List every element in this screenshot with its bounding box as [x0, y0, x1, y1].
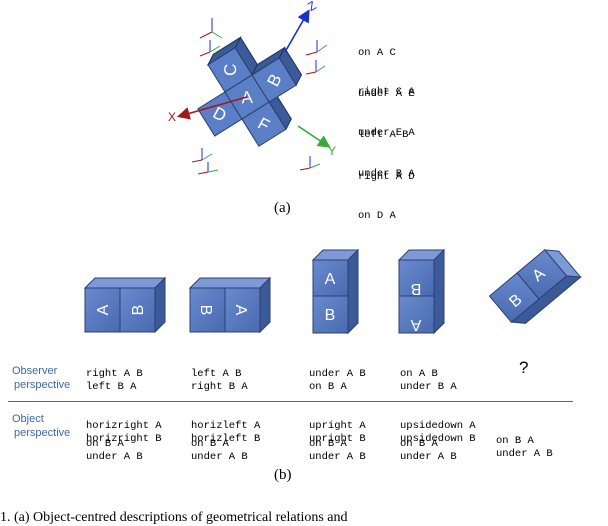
cube-e-face: [241, 101, 287, 147]
block-a-3: [312, 259, 349, 297]
object-perspective-label: Object perspective: [12, 413, 71, 439]
cube-label-c: C: [221, 63, 240, 76]
relation-line: on D A: [358, 210, 396, 222]
block-label: A: [95, 304, 112, 315]
relation-line: under E A: [358, 127, 415, 139]
relation-line: under B A: [358, 168, 415, 180]
relation-group-4: right A D on D A: [358, 145, 415, 236]
axis-y-label: Y: [328, 144, 336, 158]
block-a-2: [224, 287, 261, 333]
block-b-1: [119, 287, 156, 333]
figure-caption-text: 1. (a) Object-centred descriptions of ge…: [0, 510, 348, 525]
block-a-1: [84, 287, 121, 333]
cube-cross: C D A B F: [197, 36, 303, 147]
block-label: B: [130, 305, 147, 316]
relation-line: right A D: [358, 171, 415, 183]
cube-b-face: [251, 57, 297, 103]
block-label: A: [325, 271, 336, 288]
axis-z-arrow: [284, 9, 310, 53]
relation-group-1: on A C right C A: [358, 21, 415, 112]
block-label: B: [411, 280, 422, 297]
cube-label-a: A: [241, 88, 254, 108]
block-b-2: [189, 287, 226, 333]
relation-group-3: left A B under B A: [358, 103, 415, 194]
block-label: B: [197, 305, 214, 316]
block-a-4: [398, 295, 435, 334]
relation-group-2: under A E under E A: [358, 62, 415, 153]
caption-b: (b): [274, 467, 292, 483]
axis-triad-icon: [191, 18, 328, 175]
observer-perspective-label: Observer perspective: [12, 365, 71, 391]
block-b-4: [398, 259, 435, 297]
relation-line: right C A: [358, 86, 415, 98]
axis-x-label: X: [168, 110, 176, 124]
axis-y-arrow: [297, 125, 331, 148]
relation-line: on A C: [358, 47, 396, 59]
caption-a: (a): [274, 200, 291, 216]
relation-line: under A E: [358, 88, 415, 100]
tilted-blocks: [488, 249, 582, 324]
axis-x-arrow: [176, 96, 248, 120]
block-figures: A B B A A B B A A B: [83, 248, 582, 335]
block-label: A: [232, 305, 249, 316]
perspective-divider: [8, 401, 573, 402]
block-label: A: [410, 316, 421, 333]
cube-cross-figure: C D A B F X Z Y: [168, 0, 336, 175]
relation-line: left A B: [358, 129, 409, 141]
unknown-relation-mark: ?: [519, 358, 529, 377]
block-label: B: [325, 307, 336, 324]
block-b-3: [312, 295, 349, 334]
